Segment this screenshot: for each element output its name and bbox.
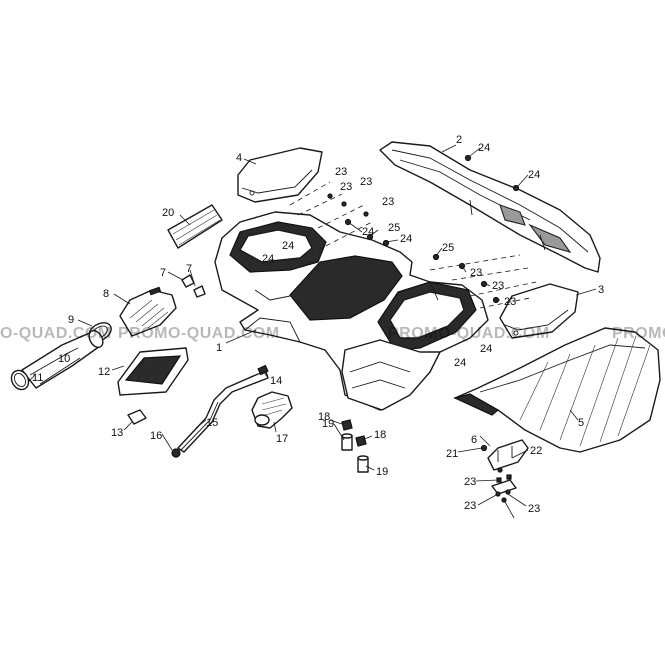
callout-23g: 23 xyxy=(504,296,516,308)
leader-lines xyxy=(27,144,597,519)
callout-24f: 24 xyxy=(262,253,274,265)
watermark: O-QUAD.COM PROMO-QUAD.COM PROMO-QUAD.COM… xyxy=(0,325,665,342)
part-6-seat-bracket xyxy=(487,439,529,471)
part-4-front-lid xyxy=(237,147,323,203)
part-10-intake-duct xyxy=(21,329,104,389)
part-2-front-guard xyxy=(379,141,601,273)
watermark-far-right: PROMO- xyxy=(612,325,665,342)
callout-7b: 7 xyxy=(186,263,192,275)
part-11-hose-clamp xyxy=(10,369,30,391)
callout-25b: 25 xyxy=(442,242,454,254)
callout-19a: 19 xyxy=(322,418,334,430)
part-7-clip-b xyxy=(193,285,206,298)
callout-7a: 7 xyxy=(160,267,166,279)
callout-21: 21 xyxy=(446,448,458,460)
callout-labels: 1 2 3 4 5 6 7 7 8 9 10 11 12 13 14 15 16… xyxy=(32,134,604,515)
callout-13: 13 xyxy=(111,427,123,439)
part-20-label xyxy=(167,204,223,249)
watermark-middle: PROMO-QUAD.COM xyxy=(118,325,280,342)
callout-23j: 23 xyxy=(528,503,540,515)
callout-11: 11 xyxy=(32,372,43,384)
callout-14: 14 xyxy=(270,375,282,387)
callout-1: 1 xyxy=(216,342,222,354)
part-18-clip-a xyxy=(341,419,353,431)
callout-17: 17 xyxy=(276,433,288,445)
watermark-right: PROMO-QUAD.COM xyxy=(388,325,550,342)
callout-4: 4 xyxy=(236,152,242,164)
callout-23c: 23 xyxy=(340,181,352,193)
part-8-filter-housing xyxy=(119,286,177,337)
callout-25a: 25 xyxy=(388,222,400,234)
part-1-body-panel xyxy=(214,211,489,411)
callout-8: 8 xyxy=(103,288,109,300)
callout-22: 22 xyxy=(530,445,542,457)
callout-24b: 24 xyxy=(528,169,540,181)
part-15-breather-tube xyxy=(177,371,269,453)
callout-19b: 19 xyxy=(376,466,388,478)
callout-23h: 23 xyxy=(464,476,476,488)
callout-20: 20 xyxy=(162,207,174,219)
assembly-dashed-lines xyxy=(289,181,537,309)
callout-23d: 23 xyxy=(382,196,394,208)
callout-9: 9 xyxy=(68,314,74,326)
part-17-intake-elbow xyxy=(251,391,293,429)
callout-23i: 23 xyxy=(464,500,476,512)
part-19-grommet-a xyxy=(341,433,353,451)
callout-15: 15 xyxy=(206,417,218,429)
part-13-foam-block xyxy=(127,409,147,425)
part-5-seat xyxy=(453,327,661,453)
callout-10: 10 xyxy=(58,353,70,365)
callout-5: 5 xyxy=(578,417,584,429)
part-22-plate xyxy=(491,474,517,495)
callout-24c: 24 xyxy=(362,226,374,238)
callout-2: 2 xyxy=(456,134,462,146)
callout-24g: 24 xyxy=(480,343,492,355)
callout-6: 6 xyxy=(471,434,477,446)
part-19-grommet-b xyxy=(357,455,369,473)
callout-23b: 23 xyxy=(360,176,372,188)
callout-24h: 24 xyxy=(454,357,466,369)
callout-24d: 24 xyxy=(400,233,412,245)
part-18-clip-b xyxy=(355,435,367,447)
watermark-left: O-QUAD.COM xyxy=(0,325,112,342)
callout-24a: 24 xyxy=(478,142,490,154)
part-16-cap xyxy=(171,448,181,458)
callout-23a: 23 xyxy=(335,166,347,178)
callout-24e: 24 xyxy=(282,240,294,252)
callout-23e: 23 xyxy=(470,267,482,279)
callout-18a: 18 xyxy=(318,411,330,423)
callout-23f: 23 xyxy=(492,280,504,292)
part-21-screw xyxy=(480,444,488,452)
callout-3: 3 xyxy=(598,284,604,296)
callout-12: 12 xyxy=(98,366,110,378)
callout-18b: 18 xyxy=(374,429,386,441)
callout-16: 16 xyxy=(150,430,162,442)
part-3-rear-lid xyxy=(499,283,579,339)
part-12-filter-element xyxy=(117,347,189,396)
